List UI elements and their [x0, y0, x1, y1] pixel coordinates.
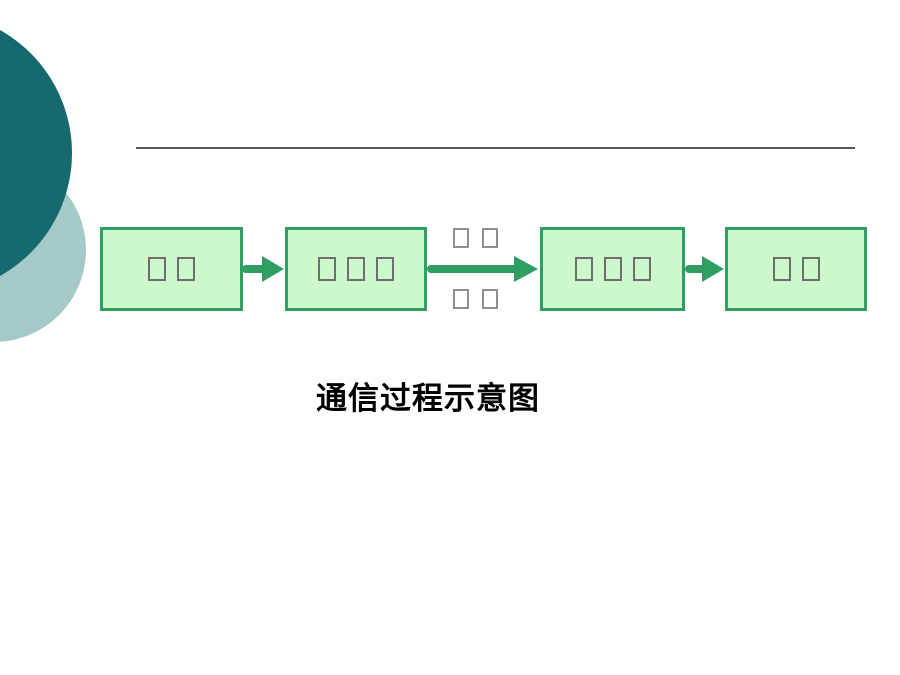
arrow-right-icon-2: [427, 256, 538, 282]
title-divider-line: [136, 147, 855, 149]
missing-glyph-box: [632, 257, 651, 281]
flow-box-1-label: [148, 257, 195, 281]
flow-box-4-label: [772, 257, 820, 281]
caption-text: 通信过程示意图: [316, 381, 540, 416]
flow-box-2-label: [318, 257, 394, 281]
missing-glyph-box: [148, 257, 166, 281]
flow-box-3: [540, 227, 685, 311]
channel-label-top: [453, 228, 498, 248]
flow-box-4: [725, 227, 867, 311]
missing-glyph-box: [453, 228, 469, 248]
missing-glyph-box: [376, 257, 394, 281]
missing-glyph-box: [453, 289, 469, 309]
missing-glyph-box: [801, 257, 820, 281]
channel-label-bottom: [453, 289, 498, 309]
flow-box-1: [100, 227, 243, 311]
missing-glyph-box: [177, 257, 195, 281]
missing-glyph-box: [603, 257, 622, 281]
arrow-right-icon-1: [242, 256, 284, 282]
missing-glyph-box: [482, 289, 498, 309]
arrow-right-icon-3: [685, 256, 724, 282]
missing-glyph-box: [482, 228, 498, 248]
flow-box-3-label: [574, 257, 651, 281]
missing-glyph-box: [347, 257, 365, 281]
missing-glyph-box: [318, 257, 336, 281]
flow-box-2: [285, 227, 427, 311]
missing-glyph-box: [574, 257, 593, 281]
missing-glyph-box: [772, 257, 791, 281]
